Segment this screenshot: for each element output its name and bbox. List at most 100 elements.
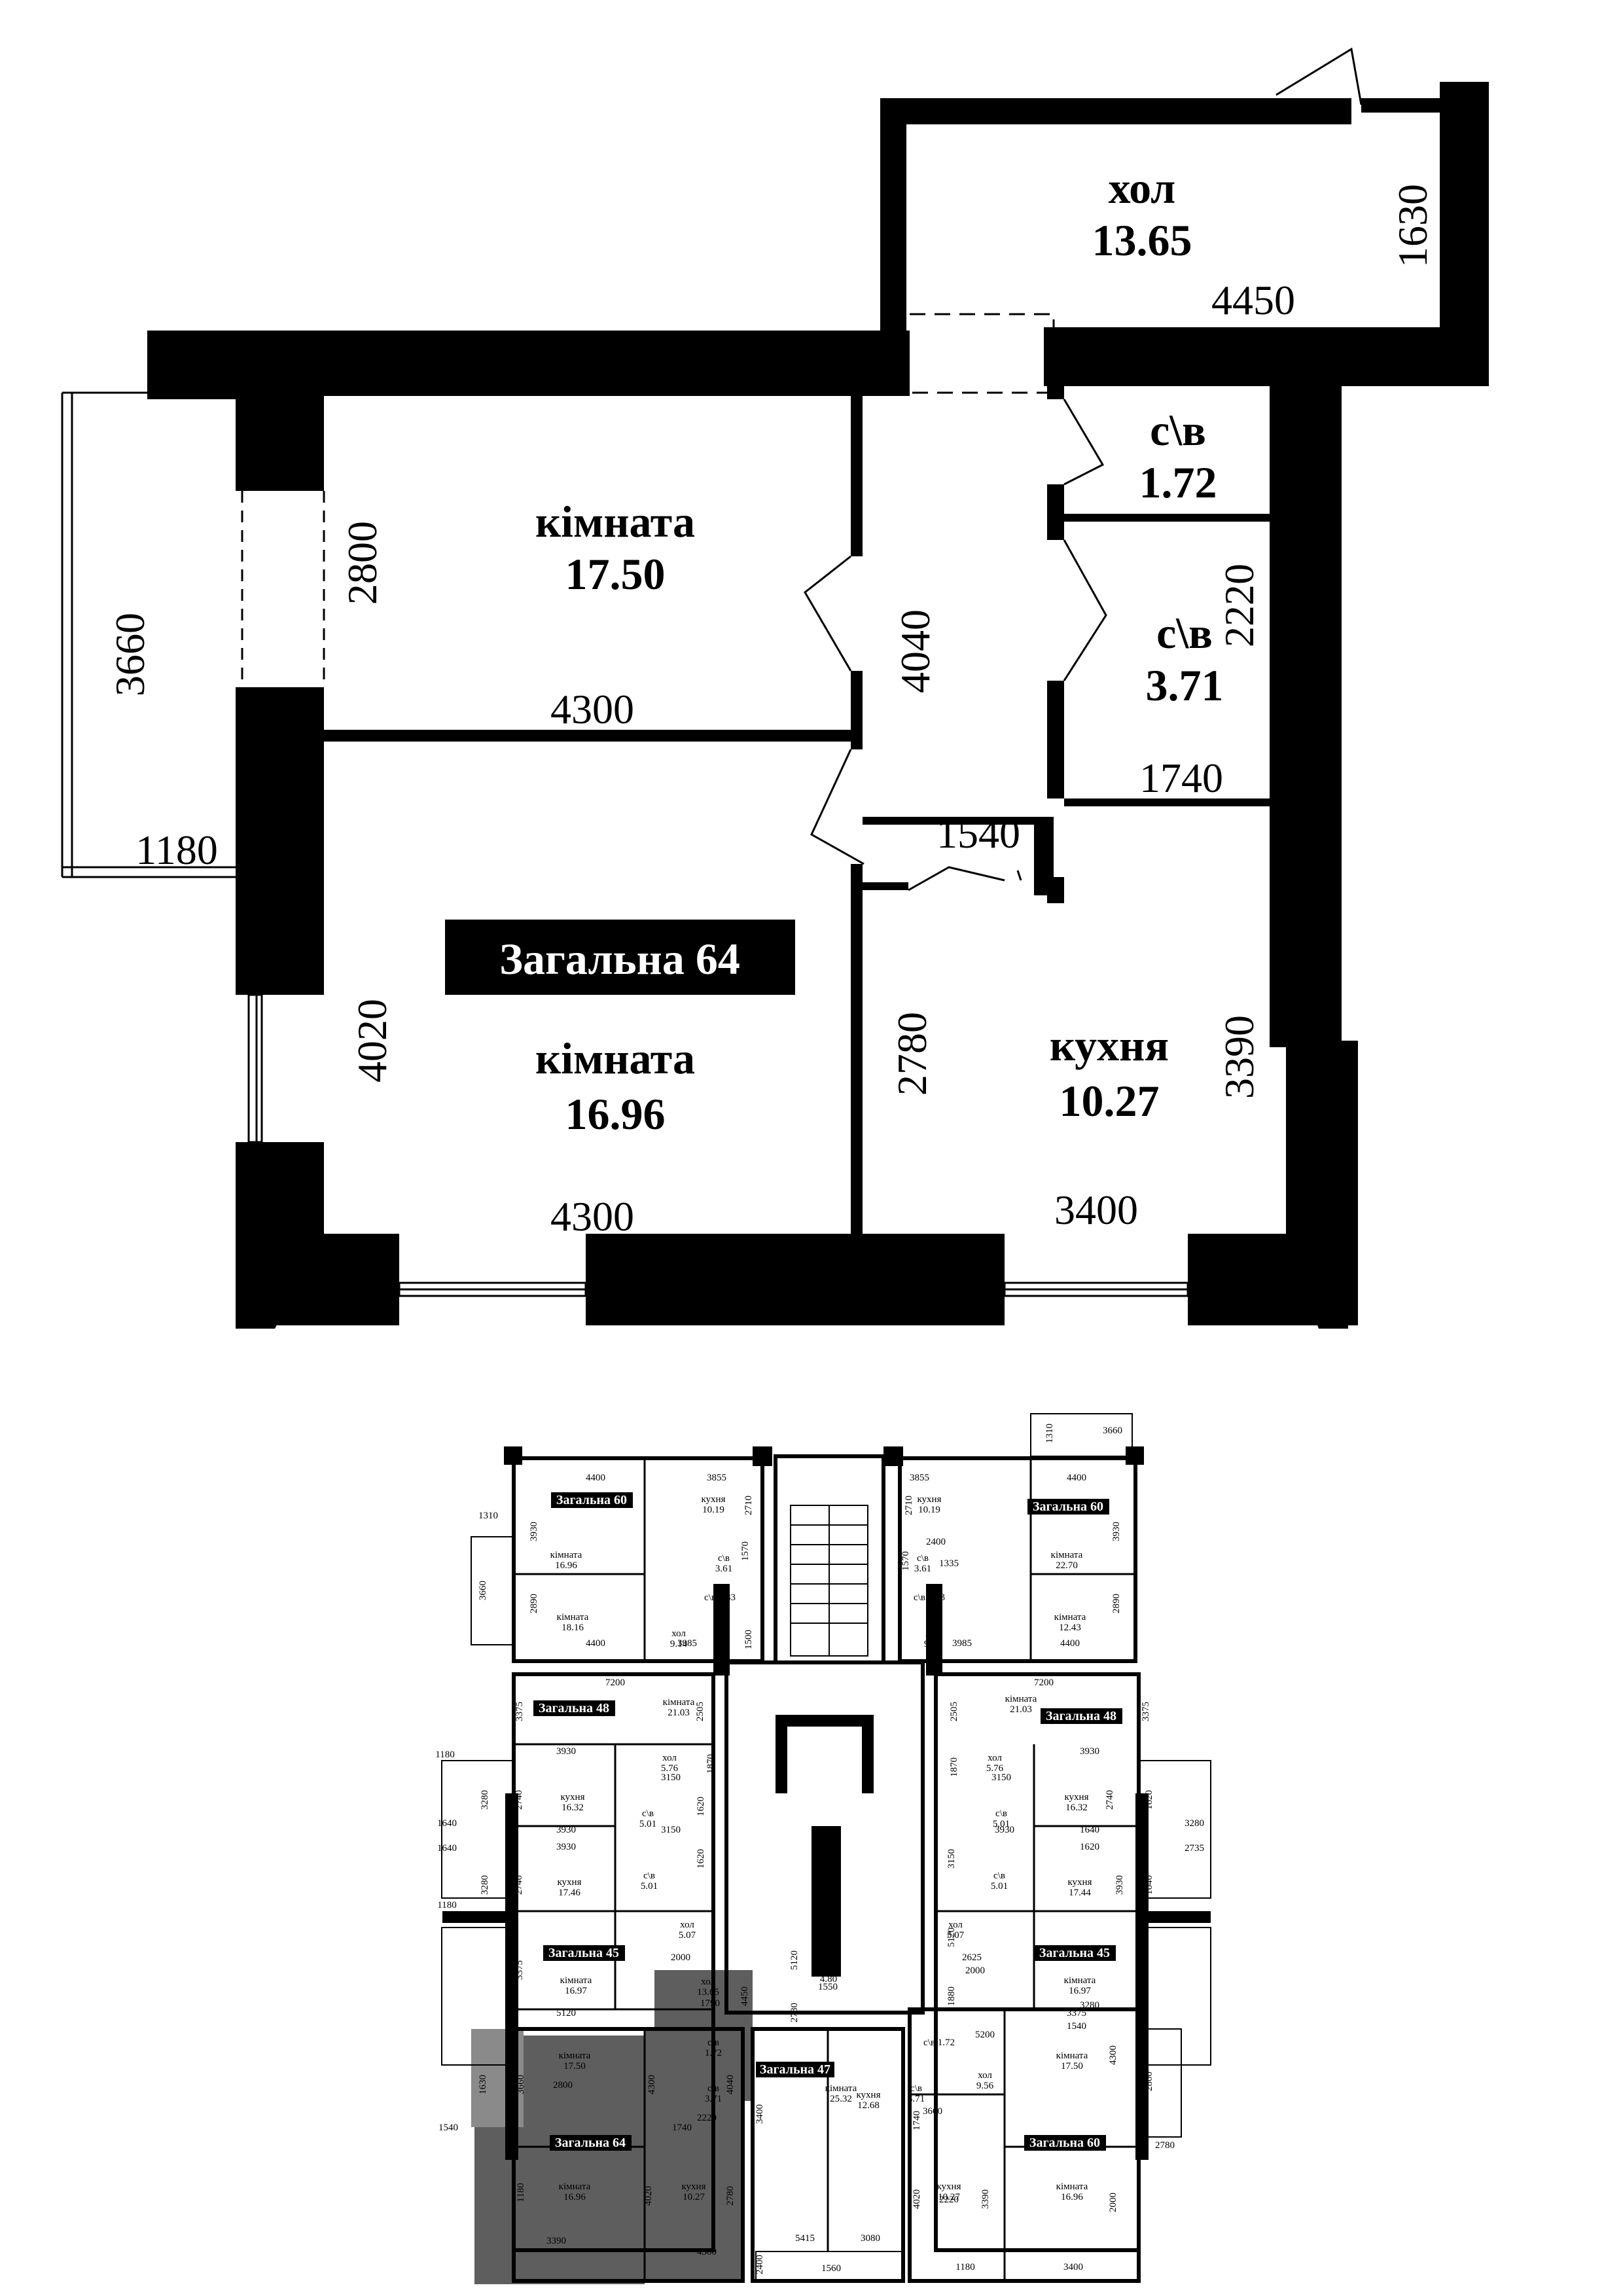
overview-room-area: 5.01 — [639, 1819, 656, 1829]
main-plan-doors — [804, 47, 1363, 891]
overview-room-area: 3.71 — [705, 2094, 722, 2104]
overview-dimension: 3930 — [995, 1825, 1014, 1835]
overview-dimension: 1870 — [705, 1754, 716, 1774]
overview-dimension: 1620 — [696, 1797, 706, 1816]
overview-room-name: кімната — [1054, 1612, 1086, 1623]
overview-dimension: 1560 — [821, 2263, 841, 2274]
overview-dimension: 2505 — [695, 1702, 705, 1721]
overview-room-name: хол — [988, 1753, 1002, 1763]
overview-dimension: 1640 — [1144, 1875, 1154, 1895]
overview-room-name: кухня — [681, 2181, 705, 2192]
overview-room-area: 10.27 — [938, 2192, 960, 2202]
overview-room-name: хол — [680, 1920, 694, 1930]
overview-room-area: 5.01 — [993, 1819, 1010, 1829]
overview-dimension: 2800 — [1144, 2072, 1154, 2091]
overview-dimension: 2710 — [743, 1496, 754, 1515]
overview-dimension: 3280 — [1185, 1818, 1204, 1829]
overview-dimension: 4400 — [1067, 1473, 1086, 1483]
overview-room-area: 4.14 — [820, 1933, 838, 1944]
main-apartment-plan: хол 13.65 кімната 17.50 с\в 1.72 с\в 3.7… — [61, 47, 1489, 1329]
overview-dimension: 1180 — [955, 2262, 974, 2272]
total-area-badge-bg — [445, 920, 795, 995]
overview-dimension: 1180 — [437, 1900, 456, 1910]
overview-dimension: 3150 — [991, 1772, 1011, 1783]
overview-dimension: 4020 — [912, 2189, 922, 2209]
overview-dimension: 1630 — [478, 2075, 488, 2094]
overview-dimension: 1335 — [939, 1558, 959, 1569]
overview-room-name: кімната — [560, 1975, 592, 1986]
overview-room-name: кімната — [1056, 2051, 1088, 2061]
overview-dimension: 3280 — [480, 1875, 490, 1895]
overview-room-area: 21.03 — [1010, 1704, 1032, 1715]
dim-label: 4040 — [892, 609, 938, 693]
main-plan-balcony — [61, 391, 236, 878]
overview-dimension: 5120 — [789, 1950, 800, 1970]
overview-dimension: 3375 — [514, 1702, 525, 1721]
overview-dimension: 1620 — [696, 1849, 706, 1869]
overview-room-area: 5.76 — [986, 1763, 1004, 1774]
overview-room-name: хол — [701, 1977, 715, 1987]
overview-room-name: кімната — [557, 1612, 589, 1623]
overview-dimension: 4400 — [586, 1638, 605, 1649]
dim-label: 3400 — [1054, 1187, 1138, 1233]
room-name-hall: хол — [1109, 163, 1176, 213]
overview-dimension: 3400 — [755, 2104, 765, 2124]
overview-dimension: 4400 — [586, 1473, 605, 1483]
overview-dimension: 1740 — [672, 2123, 692, 2133]
overview-room-area: 3.61 — [914, 1564, 931, 1574]
room-area-room1: 17.50 — [565, 549, 666, 599]
overview-dimension: 7200 — [1034, 1677, 1054, 1688]
overview-dimension: 3150 — [661, 1772, 681, 1783]
overview-dimension: 5415 — [795, 2233, 815, 2244]
overview-dimension: 3930 — [556, 1825, 576, 1835]
overview-dimension: 3660 — [923, 2106, 942, 2117]
overview-dimension: 3150 — [661, 1825, 681, 1835]
main-plan-walls — [147, 82, 1489, 1329]
overview-dimension: 1540 — [438, 2123, 458, 2133]
floor-overview-plan: Загальна 60 Загальна 60 Загальна 48 Зага… — [435, 1413, 1211, 2284]
overview-room-area: 16.32 — [562, 1803, 584, 1813]
overview-dimension: 1310 — [478, 1511, 498, 1521]
overview-room-area: 10.19 — [702, 1505, 724, 1515]
overview-room-name: хол — [925, 1628, 940, 1639]
dim-label: 3390 — [1216, 1015, 1262, 1099]
overview-dimension: 1640 — [437, 1818, 457, 1829]
dim-label: 2800 — [339, 521, 385, 605]
overview-dimension: 2000 — [671, 1952, 690, 1963]
overview-room-name: кімната — [1064, 1975, 1096, 1986]
overview-dimension: 1790 — [700, 1998, 720, 2009]
overview-dimension: 1640 — [1080, 1825, 1099, 1835]
overview-room-area: 5.01 — [641, 1881, 658, 1892]
overview-room-area: 4.80 — [820, 1974, 837, 1984]
apartment-badge: Загальна 48 — [1046, 1709, 1116, 1723]
overview-room-name: кухня — [701, 1494, 725, 1505]
overview-room-name: кухня — [917, 1494, 941, 1505]
overview-dimension: 2735 — [1185, 1843, 1204, 1854]
overview-dimension: 2505 — [949, 1702, 959, 1721]
overview-dimension: 3855 — [707, 1473, 726, 1483]
overview-dimension: 1310 — [1044, 1424, 1055, 1443]
overview-dimension: 2740 — [514, 1875, 524, 1895]
overview-dimension: 3930 — [529, 1522, 539, 1541]
overview-dimension: 3985 — [677, 1638, 697, 1649]
overview-room-area: 5.07 — [947, 1930, 965, 1941]
overview-room-name: с\в — [993, 1871, 1005, 1881]
overview-dimension: 5120 — [556, 2008, 576, 2018]
apartment-badge: Загальна 60 — [1029, 2136, 1100, 2150]
overview-room-area: 12.43 — [1059, 1623, 1081, 1633]
overview-room-name: с\в 1.83 — [914, 1592, 945, 1603]
overview-room-area: 1.72 — [705, 2048, 722, 2058]
overview-room-area: 25.32 — [830, 2094, 852, 2104]
overview-room-name: кімната — [663, 1697, 695, 1708]
room-name-wc2: с\в — [1156, 608, 1213, 658]
overview-dimension: 1540 — [1067, 2021, 1086, 2032]
overview-room-area: 17.50 — [1061, 2061, 1083, 2072]
overview-dimension: 3390 — [546, 2236, 566, 2246]
overview-room-area: 22.70 — [1056, 1560, 1078, 1571]
apartment-badge: Загальна 45 — [1039, 1946, 1110, 1960]
overview-dimension: 1500 — [743, 1630, 754, 1649]
overview-room-name: хол — [662, 1753, 677, 1763]
overview-room-name: хол — [948, 1920, 963, 1930]
